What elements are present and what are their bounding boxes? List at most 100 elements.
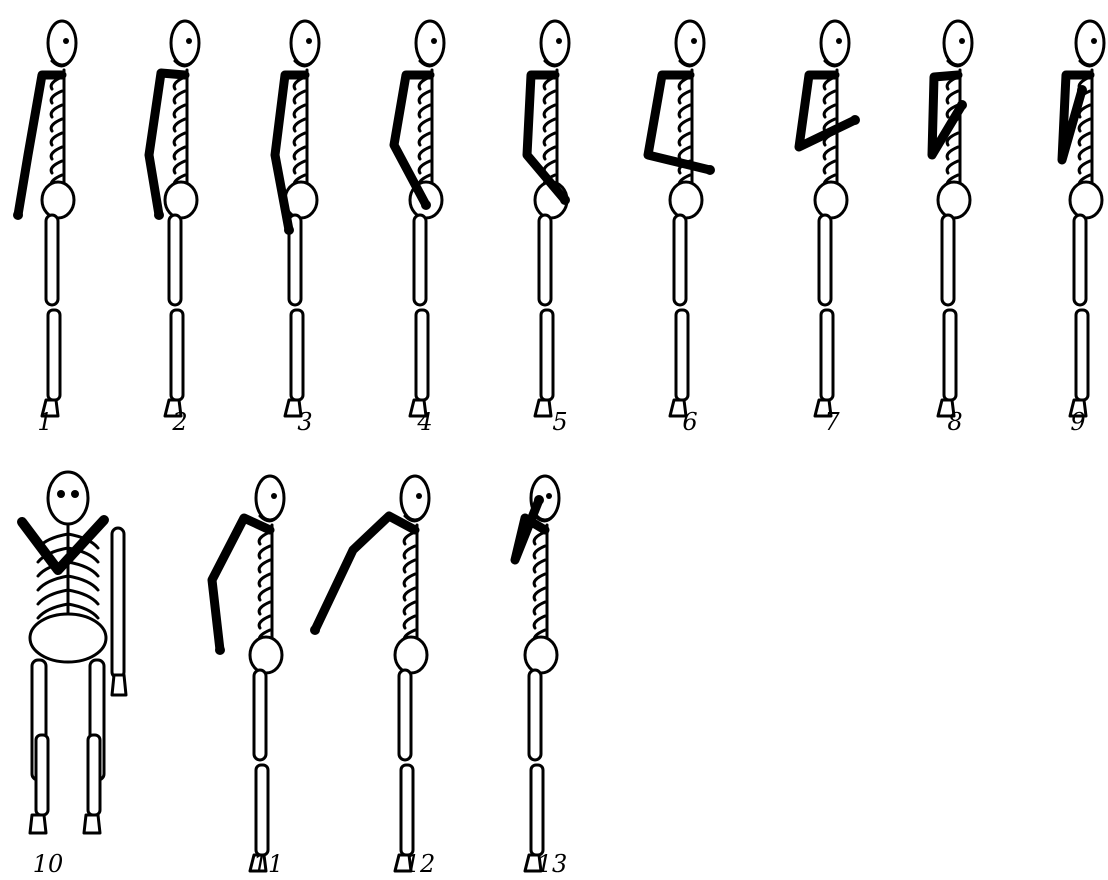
figure-4: 4	[394, 21, 444, 436]
rib	[1079, 133, 1090, 145]
rib	[174, 147, 185, 159]
eye-socket	[836, 38, 842, 44]
rib	[259, 602, 270, 614]
rib	[824, 161, 835, 173]
pelvis	[938, 182, 970, 218]
rib	[174, 133, 185, 145]
figure-label: 8	[947, 408, 962, 436]
figure-label: 6	[682, 408, 697, 436]
figure-8: 8	[932, 21, 972, 436]
hand	[215, 645, 225, 655]
rib	[419, 133, 430, 145]
rib	[824, 91, 835, 103]
rib	[51, 105, 62, 117]
foot	[84, 815, 100, 833]
tibia	[88, 735, 100, 815]
pelvis	[670, 182, 702, 218]
tibia	[541, 310, 553, 400]
eye-socket	[416, 493, 422, 499]
rib	[534, 560, 545, 572]
hand	[534, 495, 544, 505]
rib	[534, 588, 545, 600]
rib	[404, 616, 415, 628]
tibia	[944, 310, 956, 400]
eye-socket	[431, 38, 437, 44]
eye-socket	[271, 493, 277, 499]
figure-label: 2	[171, 408, 187, 436]
rib	[174, 105, 185, 117]
hand	[957, 100, 967, 110]
femur	[942, 215, 954, 305]
figure-label: 13	[537, 850, 568, 878]
rib	[259, 616, 270, 628]
rib	[544, 147, 555, 159]
hand	[112, 675, 126, 695]
rib	[824, 105, 835, 117]
rib	[947, 91, 958, 103]
rib	[404, 588, 415, 600]
rib	[259, 588, 270, 600]
rib	[679, 133, 690, 145]
skull	[676, 21, 704, 65]
rib	[679, 91, 690, 103]
rib	[679, 105, 690, 117]
figure-label: 3	[297, 408, 312, 436]
rib	[534, 574, 545, 586]
femur	[674, 215, 686, 305]
figure-label: 5	[552, 408, 567, 436]
hand	[560, 195, 570, 205]
femur	[399, 670, 411, 760]
rib	[1079, 161, 1090, 173]
hand	[850, 115, 860, 125]
figure-11: 11	[212, 476, 284, 878]
eye-socket	[691, 38, 697, 44]
highlighted-arm	[22, 520, 104, 570]
pelvis	[250, 637, 282, 673]
figure-9: 9	[1062, 21, 1104, 436]
figure-label: 9	[1070, 408, 1085, 436]
rib	[824, 147, 835, 159]
skull	[416, 21, 444, 65]
tibia	[416, 310, 428, 400]
skull	[944, 21, 972, 65]
tibia	[256, 765, 268, 855]
rib	[419, 147, 430, 159]
hand	[13, 210, 23, 220]
rib	[679, 147, 690, 159]
hand	[421, 200, 431, 210]
tibia	[531, 765, 543, 855]
rib	[259, 560, 270, 572]
figure-12: 12	[310, 476, 435, 878]
rib	[1079, 119, 1090, 131]
femur	[529, 670, 541, 760]
rib	[419, 105, 430, 117]
rib	[404, 546, 415, 558]
figure-label: 1	[37, 408, 52, 436]
rib	[294, 147, 305, 159]
rib	[534, 546, 545, 558]
highlighted-arm	[315, 516, 415, 630]
figure-label: 4	[416, 408, 432, 436]
tibia	[1076, 310, 1088, 400]
skull	[541, 21, 569, 65]
femur	[46, 215, 58, 305]
rib	[404, 602, 415, 614]
rib	[544, 133, 555, 145]
skull	[1076, 21, 1104, 65]
rib	[544, 105, 555, 117]
tibia	[821, 310, 833, 400]
rib	[294, 161, 305, 173]
rib	[174, 91, 185, 103]
eye-socket	[959, 38, 965, 44]
rib	[947, 161, 958, 173]
pelvis	[42, 182, 74, 218]
eye-socket	[306, 38, 312, 44]
rib	[419, 91, 430, 103]
figure-label: 12	[405, 850, 436, 878]
figure-3: 3	[275, 21, 319, 436]
rib	[419, 161, 430, 173]
rib	[947, 147, 958, 159]
figure-label: 11	[253, 850, 284, 878]
rib	[51, 119, 62, 131]
tibia	[401, 765, 413, 855]
